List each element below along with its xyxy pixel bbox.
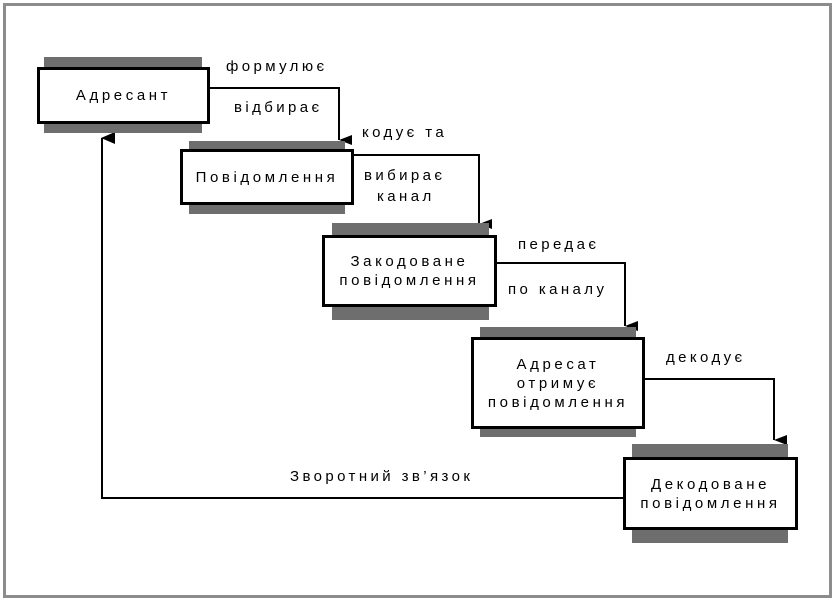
node-receiver-line-1: Адресат — [516, 355, 600, 373]
label-encodes: кодує та — [362, 124, 448, 141]
label-selects: відбирає — [234, 99, 323, 116]
shadow-bar-top — [44, 57, 202, 67]
node-decoded-line-1: Декодоване — [650, 475, 771, 493]
node-receiver-line-2: отримує — [516, 374, 600, 392]
label-channel: канал — [377, 188, 435, 205]
label-formulates: формулює — [226, 58, 328, 75]
diagram-frame — [3, 3, 832, 598]
shadow-bar-bottom — [480, 427, 636, 437]
shadow-bar-top — [332, 223, 489, 236]
arrow-encoded-to-receiver — [497, 262, 638, 331]
node-sender: Адресант — [37, 67, 210, 124]
node-encoded-line-1: Закодоване — [350, 253, 469, 270]
shadow-bar-bottom — [189, 203, 345, 214]
node-receiver-line-3: повідомлення — [487, 393, 629, 411]
node-message-line-1: Повідомлення — [195, 168, 339, 186]
node-encoded: Закодоване повідомлення — [322, 235, 497, 307]
arrow-receiver-to-decoded — [645, 378, 787, 445]
label-feedback: Зворотний зв’язок — [290, 468, 474, 485]
node-decoded-line-2: повідомлення — [640, 494, 781, 512]
arrow-message-to-encoded — [354, 154, 492, 229]
label-decodes: декодує — [666, 349, 746, 366]
node-receiver: Адресат отримує повідомлення — [471, 337, 645, 429]
node-sender-line-1: Адресант — [75, 87, 172, 104]
label-transmits: передає — [518, 236, 600, 253]
shadow-bar-top — [632, 444, 788, 459]
shadow-bar-bottom — [332, 305, 489, 320]
shadow-bar-top — [480, 327, 636, 338]
arrow-sender-to-message — [210, 87, 352, 145]
node-message: Повідомлення — [180, 149, 354, 205]
shadow-bar-top — [189, 141, 345, 150]
arrow-feedback — [101, 132, 625, 499]
shadow-bar-bottom — [632, 527, 788, 543]
shadow-bar-bottom — [44, 122, 202, 133]
node-encoded-line-2: повідомлення — [339, 272, 480, 289]
label-via-channel: по каналу — [508, 281, 608, 298]
label-chooses: вибирає — [364, 167, 446, 184]
node-decoded: Декодоване повідомлення — [623, 457, 798, 530]
